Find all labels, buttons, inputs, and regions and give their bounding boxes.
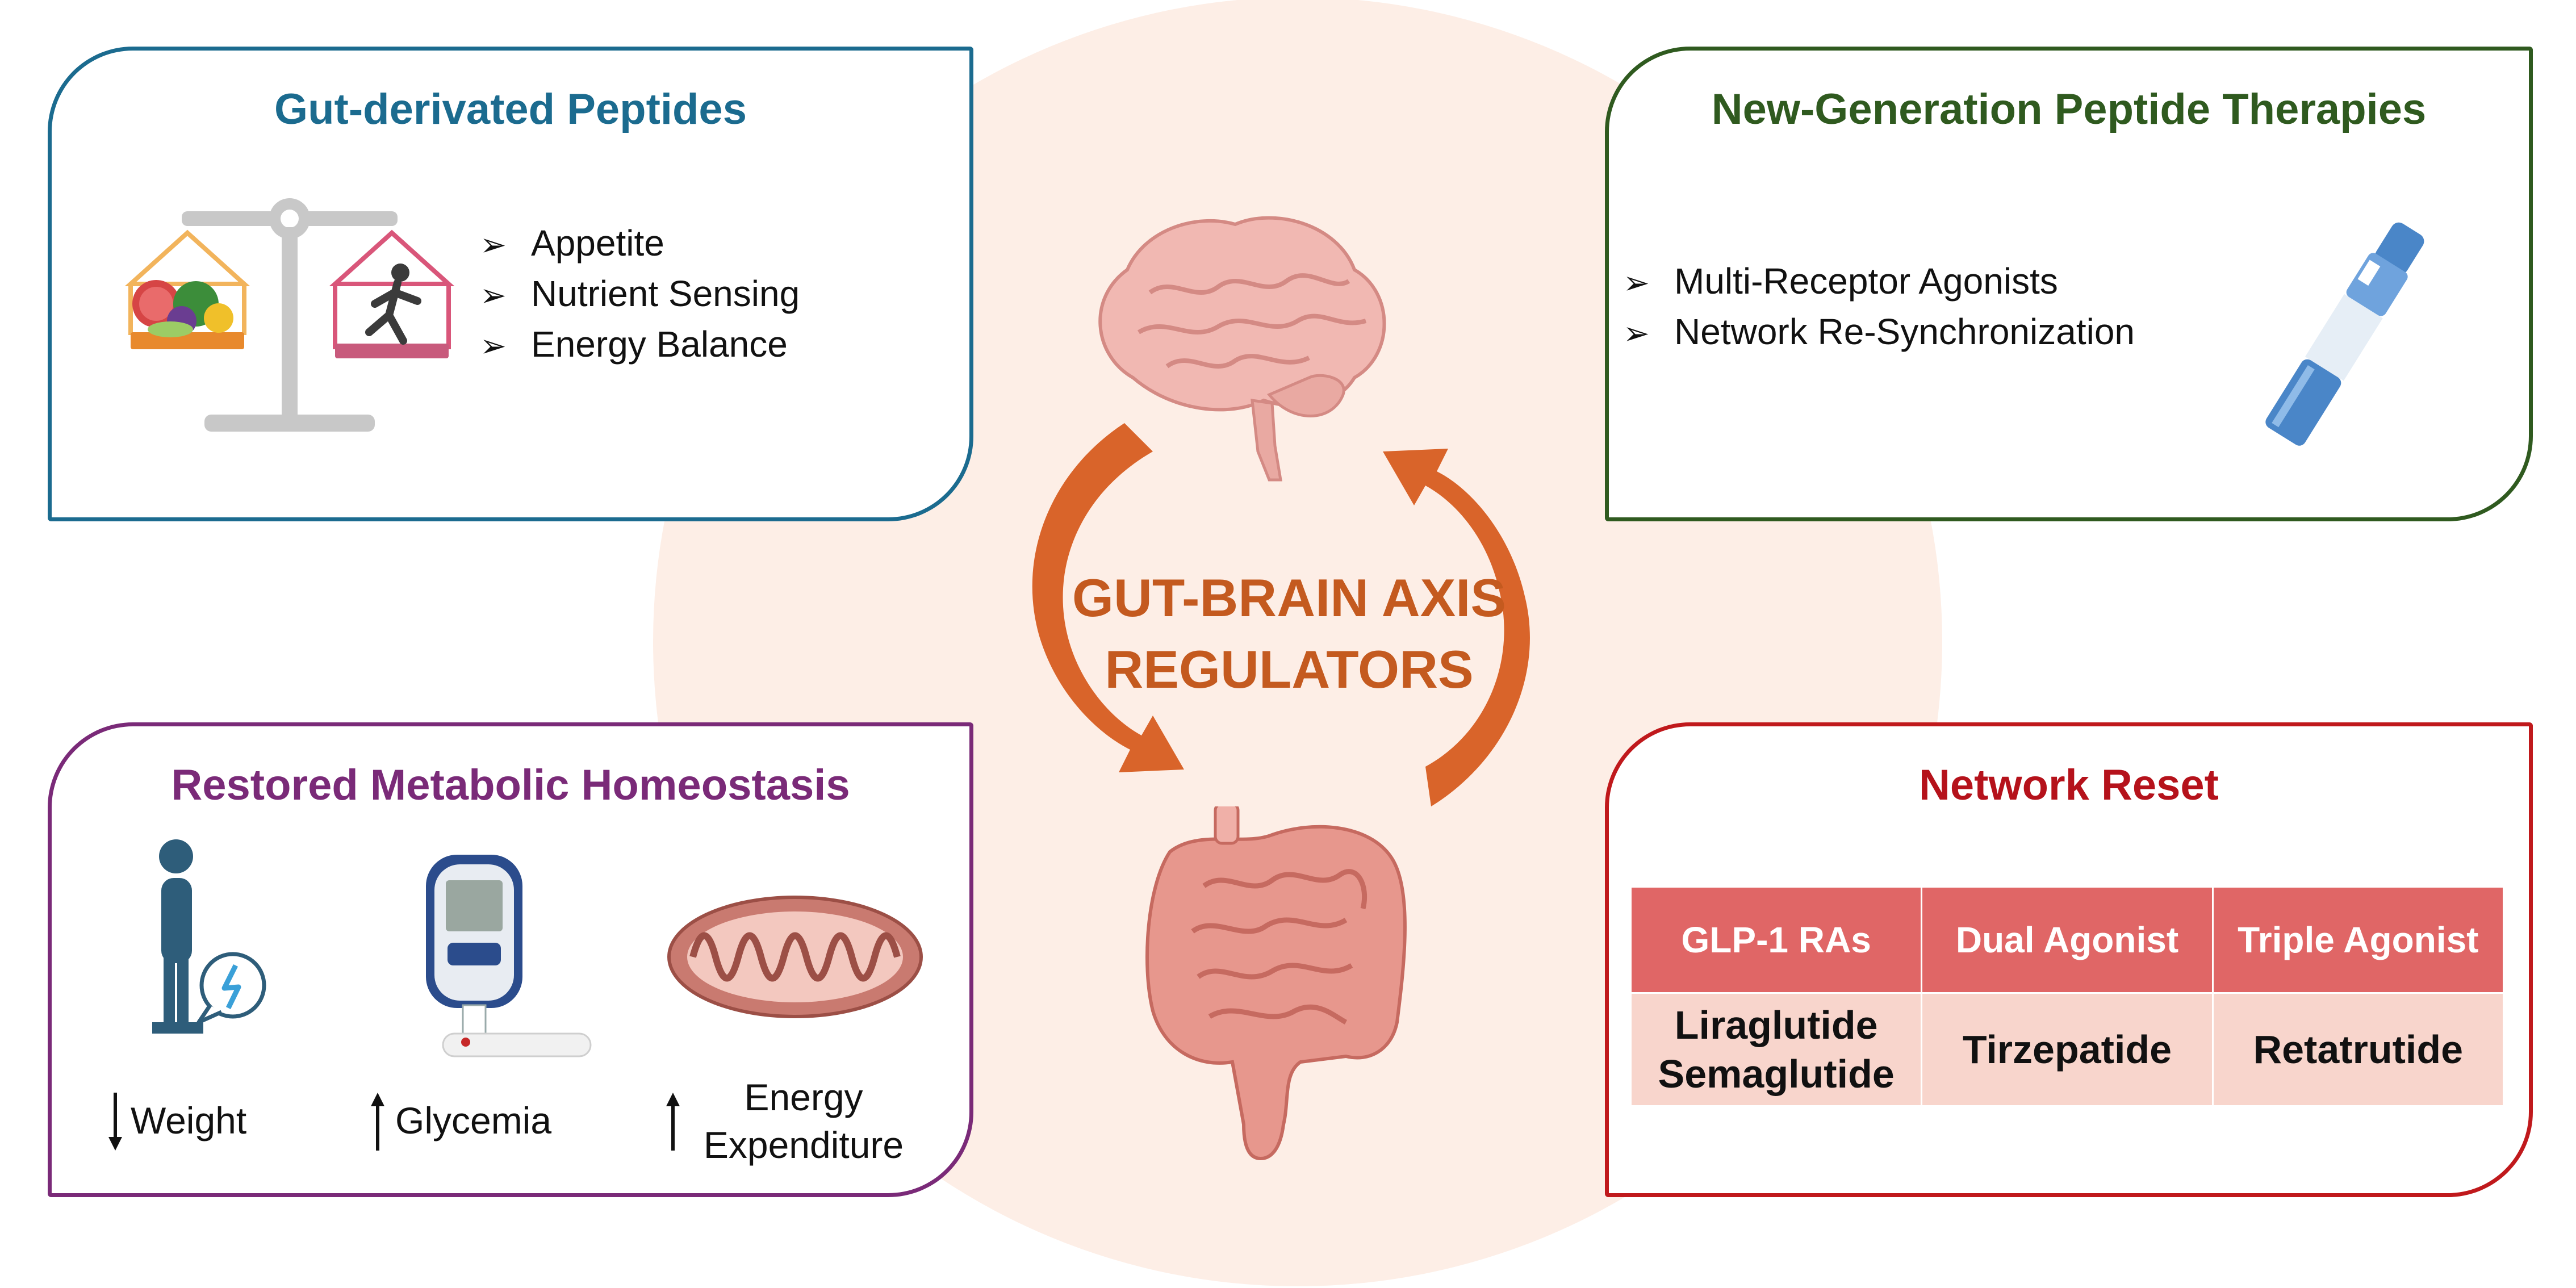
- bullet-arrow-icon: ➢: [480, 277, 507, 313]
- bullet-text: Appetite: [531, 223, 664, 264]
- bullet-text: Network Re-Synchronization: [1674, 311, 2135, 352]
- balance-scale-icon: [124, 198, 455, 432]
- peptide-therapies-title: New-Generation Peptide Therapies: [1711, 85, 2427, 133]
- bullet-item: ➢ Energy Balance: [480, 320, 800, 370]
- center-title: GUT-BRAIN AXIS REGULATORS: [960, 562, 1619, 705]
- runner-icon: [329, 229, 455, 358]
- agonist-table: GLP-1 RAs Dual Agonist Triple Agonist Li…: [1630, 886, 2504, 1107]
- injection-pen-icon: [2265, 222, 2424, 446]
- table-header-triple: Triple Agonist: [2213, 888, 2503, 992]
- table-cell-glp1: Liraglutide Semaglutide: [1632, 994, 1921, 1105]
- drug-retatrutide: Retatrutide: [2253, 1027, 2464, 1072]
- arrow-up-icon: [371, 1093, 384, 1151]
- drug-liraglutide: Liraglutide: [1674, 1003, 1878, 1047]
- center-title-line1: GUT-BRAIN AXIS: [1072, 568, 1507, 628]
- intestine-icon: [1145, 806, 1407, 1161]
- table-header-glp1: GLP-1 RAs: [1632, 888, 1921, 992]
- energy-label-line2: Expenditure: [703, 1124, 904, 1166]
- bullet-item: ➢ Nutrient Sensing: [480, 269, 800, 320]
- bullet-text: Multi-Receptor Agonists: [1674, 261, 2058, 302]
- weight-label: Weight: [131, 1099, 247, 1141]
- drug-tirzepatide: Tirzepatide: [1962, 1027, 2172, 1072]
- energy-label-line1: Energy: [744, 1076, 863, 1118]
- table-cell-dual: Tirzepatide: [1922, 994, 2212, 1105]
- bullet-text: Nutrient Sensing: [531, 273, 800, 314]
- gut-peptides-bullets: ➢ Appetite ➢ Nutrient Sensing ➢ Energy Bala…: [480, 219, 800, 370]
- arrow-down-icon: [108, 1093, 122, 1151]
- glucometer-icon: [426, 855, 592, 1057]
- drug-semaglutide: Semaglutide: [1658, 1052, 1895, 1096]
- mitochondrion-icon: [667, 896, 923, 1018]
- bullet-arrow-icon: ➢: [1623, 265, 1650, 300]
- metabolic-homeostasis-title: Restored Metabolic Homeostasis: [171, 761, 850, 809]
- glycemia-label: Glycemia: [395, 1099, 552, 1141]
- energy-expenditure-label: Energy Expenditure: [696, 1073, 911, 1169]
- table-cell-triple: Retatrutide: [2213, 994, 2503, 1105]
- cycle-arrow-icon: [1032, 423, 1530, 806]
- table-header-dual: Dual Agonist: [1922, 888, 2212, 992]
- table-header-row: GLP-1 RAs Dual Agonist Triple Agonist: [1632, 888, 2503, 992]
- bullet-item: ➢ Multi-Receptor Agonists: [1623, 257, 2135, 307]
- bullet-arrow-icon: ➢: [480, 227, 507, 262]
- gut-peptides-title: Gut-derivated Peptides: [274, 85, 747, 133]
- table-row: Liraglutide Semaglutide Tirzepatide Reta…: [1632, 994, 2503, 1105]
- brain-icon: [1098, 216, 1386, 482]
- peptide-therapies-bullets: ➢ Multi-Receptor Agonists ➢ Network Re-Syn…: [1623, 257, 2135, 358]
- center-title-line2: REGULATORS: [1105, 639, 1474, 699]
- arrow-up-icon: [666, 1093, 680, 1151]
- person-on-scale-icon: [152, 839, 266, 1034]
- bullet-item: ➢ Appetite: [480, 219, 800, 269]
- bullet-item: ➢ Network Re-Synchronization: [1623, 307, 2135, 358]
- network-reset-title: Network Reset: [1919, 761, 2219, 809]
- bullet-text: Energy Balance: [531, 324, 788, 365]
- bullet-arrow-icon: ➢: [480, 328, 507, 363]
- bullet-arrow-icon: ➢: [1623, 315, 1650, 351]
- food-basket-icon: [124, 229, 250, 349]
